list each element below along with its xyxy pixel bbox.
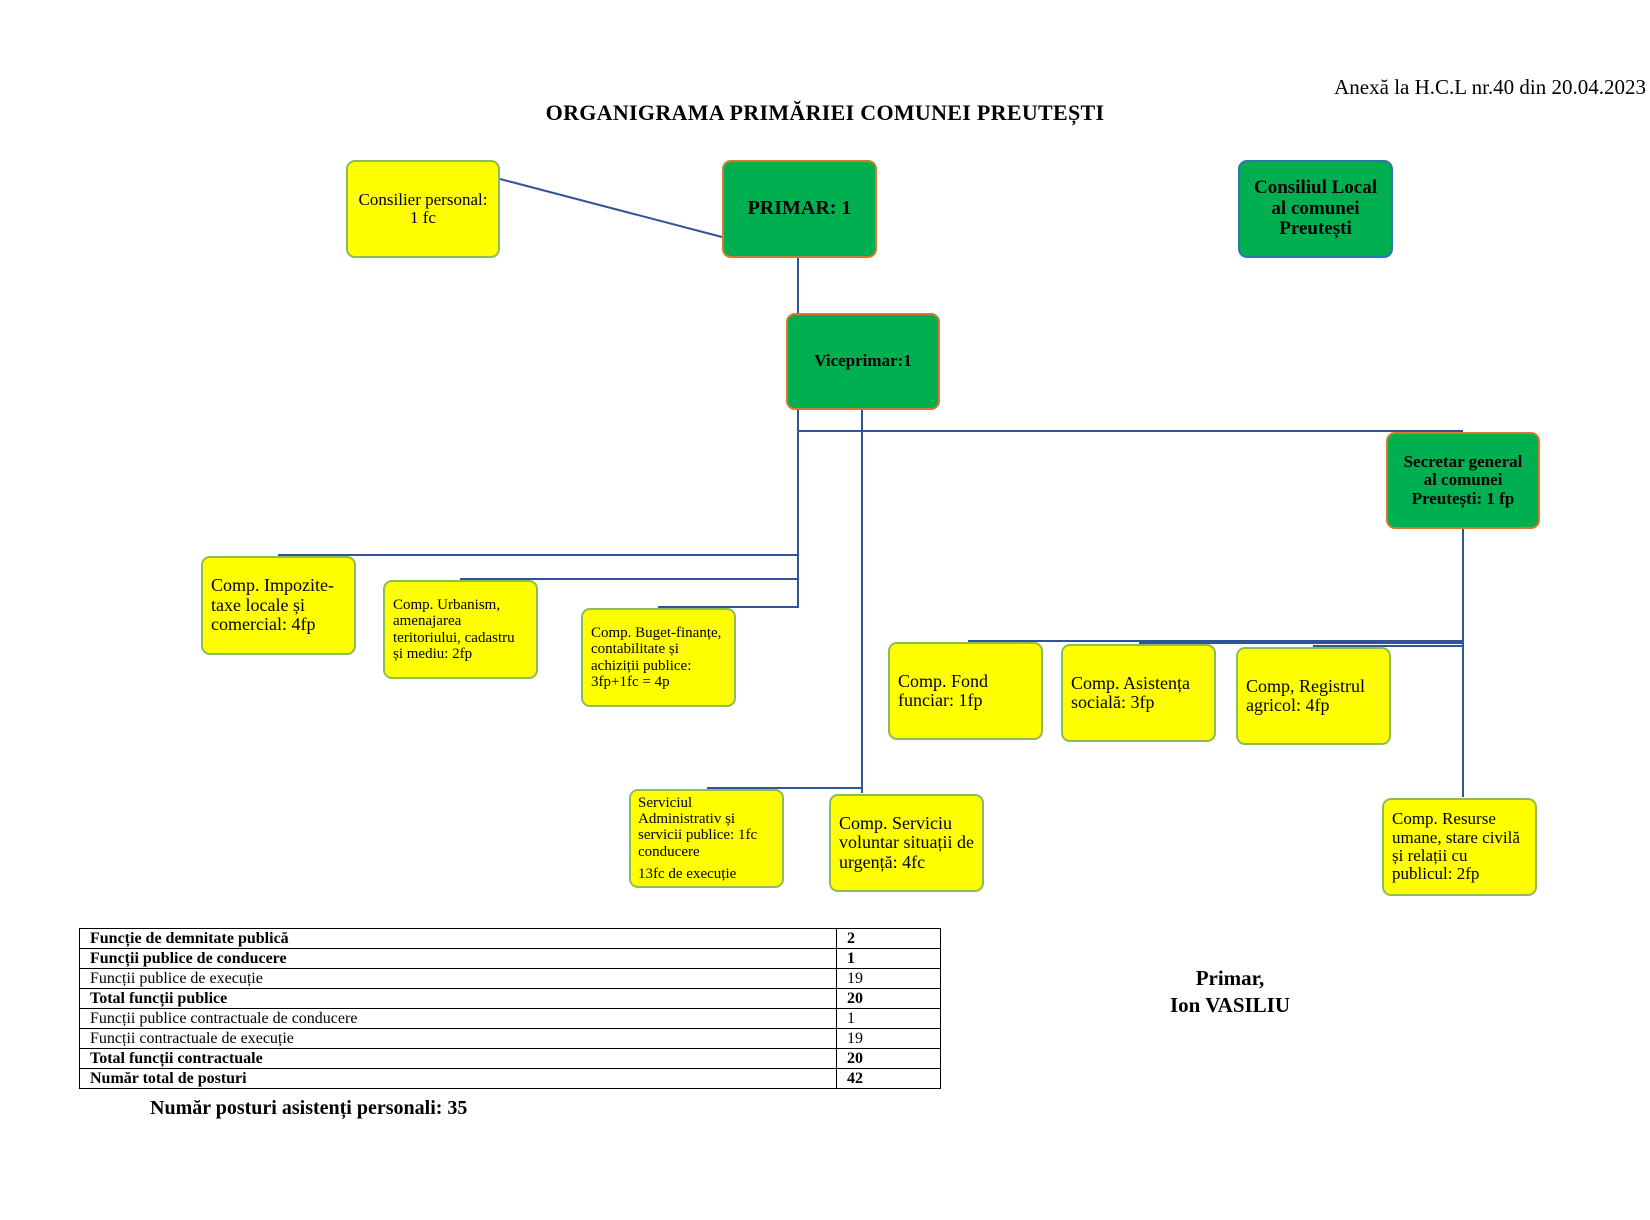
consiliul-local-label: Consiliul Local al comunei Preutești (1254, 177, 1377, 240)
impozite-taxe-label: Comp. Impozite-taxe locale și comercial:… (211, 575, 334, 635)
fond-funciar-label: Comp. Fond funciar: 1fp (898, 670, 989, 710)
row-value: 20 (836, 988, 941, 1009)
row-value: 20 (836, 1048, 941, 1069)
asistenta-sociala-label: Comp. Asistența socială: 3fp (1071, 672, 1191, 712)
secretar-general-box[interactable]: Secretar general al comunei Preutești: 1… (1386, 432, 1540, 529)
resurse-umane-box[interactable]: Comp. Resurse umane, stare civilă și rel… (1382, 798, 1537, 896)
row-value: 42 (836, 1068, 941, 1089)
row-value: 1 (836, 1008, 941, 1029)
serviciul-administrativ-label: Serviciul Administrativ și servicii publ… (638, 795, 758, 860)
asistenta-sociala-box[interactable]: Comp. Asistența socială: 3fp (1061, 644, 1216, 742)
urbanism-label: Comp. Urbanism, amenajarea teritoriului,… (393, 597, 515, 662)
row-value: 19 (836, 968, 941, 989)
connector-consilier-primar (499, 178, 723, 238)
table-row: Funcții publice contractuale de conducer… (79, 1008, 941, 1029)
personal-assistants-count: Număr posturi asistenți personali: 35 (150, 1097, 468, 1119)
fond-funciar-box[interactable]: Comp. Fond funciar: 1fp (888, 642, 1043, 740)
row-label: Total funcții publice (79, 988, 837, 1009)
serviciu-voluntar-box[interactable]: Comp. Serviciu voluntar situații de urge… (829, 794, 984, 892)
serviciul-executie-label: 13fc de execuție (638, 865, 737, 882)
viceprimar-box[interactable]: Viceprimar:1 (786, 313, 940, 410)
page-title: ORGANIGRAMA PRIMĂRIEI COMUNEI PREUTEȘTI (545, 100, 1105, 125)
row-label: Funcții publice contractuale de conducer… (79, 1008, 837, 1029)
row-value: 19 (836, 1028, 941, 1049)
primar-box[interactable]: PRIMAR: 1 (722, 160, 877, 258)
annex-reference: Anexă la H.C.L nr.40 din 20.04.2023 (1334, 75, 1646, 99)
row-label: Funcție de demnitate publică (79, 928, 837, 949)
row-value: 2 (836, 928, 941, 949)
secretar-general-label: Secretar general al comunei Preutești: 1… (1403, 451, 1523, 508)
row-label: Funcții publice de execuție (79, 968, 837, 989)
registrul-agricol-box[interactable]: Comp, Registrul agricol: 4fp (1236, 647, 1391, 745)
resurse-umane-label: Comp. Resurse umane, stare civilă și rel… (1392, 809, 1520, 884)
signature-role: Primar, (1195, 966, 1265, 990)
urbanism-box[interactable]: Comp. Urbanism, amenajarea teritoriului,… (383, 580, 538, 679)
signature-name: Ion VASILIU (1169, 993, 1291, 1017)
primar-label: PRIMAR: 1 (747, 197, 852, 220)
buget-finante-label: Comp. Buget-finanțe, contabilitate și ac… (591, 625, 722, 690)
buget-finante-box[interactable]: Comp. Buget-finanțe, contabilitate și ac… (581, 608, 736, 707)
row-label: Total funcții contractuale (79, 1048, 837, 1069)
consilier-personal-label: Consilier personal: 1 fc (358, 189, 488, 227)
consiliul-local-box[interactable]: Consiliul Local al comunei Preutești (1238, 160, 1393, 258)
viceprimar-label: Viceprimar:1 (814, 351, 912, 371)
row-value: 1 (836, 948, 941, 969)
serviciul-administrativ-box[interactable]: Serviciul Administrativ și servicii publ… (629, 789, 784, 888)
row-label: Funcții contractuale de execuție (79, 1028, 837, 1049)
impozite-taxe-box[interactable]: Comp. Impozite-taxe locale și comercial:… (201, 556, 356, 655)
row-label: Funcții publice de conducere (79, 948, 837, 969)
registrul-agricol-label: Comp, Registrul agricol: 4fp (1246, 675, 1366, 715)
serviciu-voluntar-label: Comp. Serviciu voluntar situații de urge… (839, 812, 974, 872)
signature-block: Primar, Ion VASILIU (1130, 965, 1330, 1019)
row-label: Număr total de posturi (79, 1068, 837, 1089)
consilier-personal-box[interactable]: Consilier personal: 1 fc (346, 160, 500, 258)
